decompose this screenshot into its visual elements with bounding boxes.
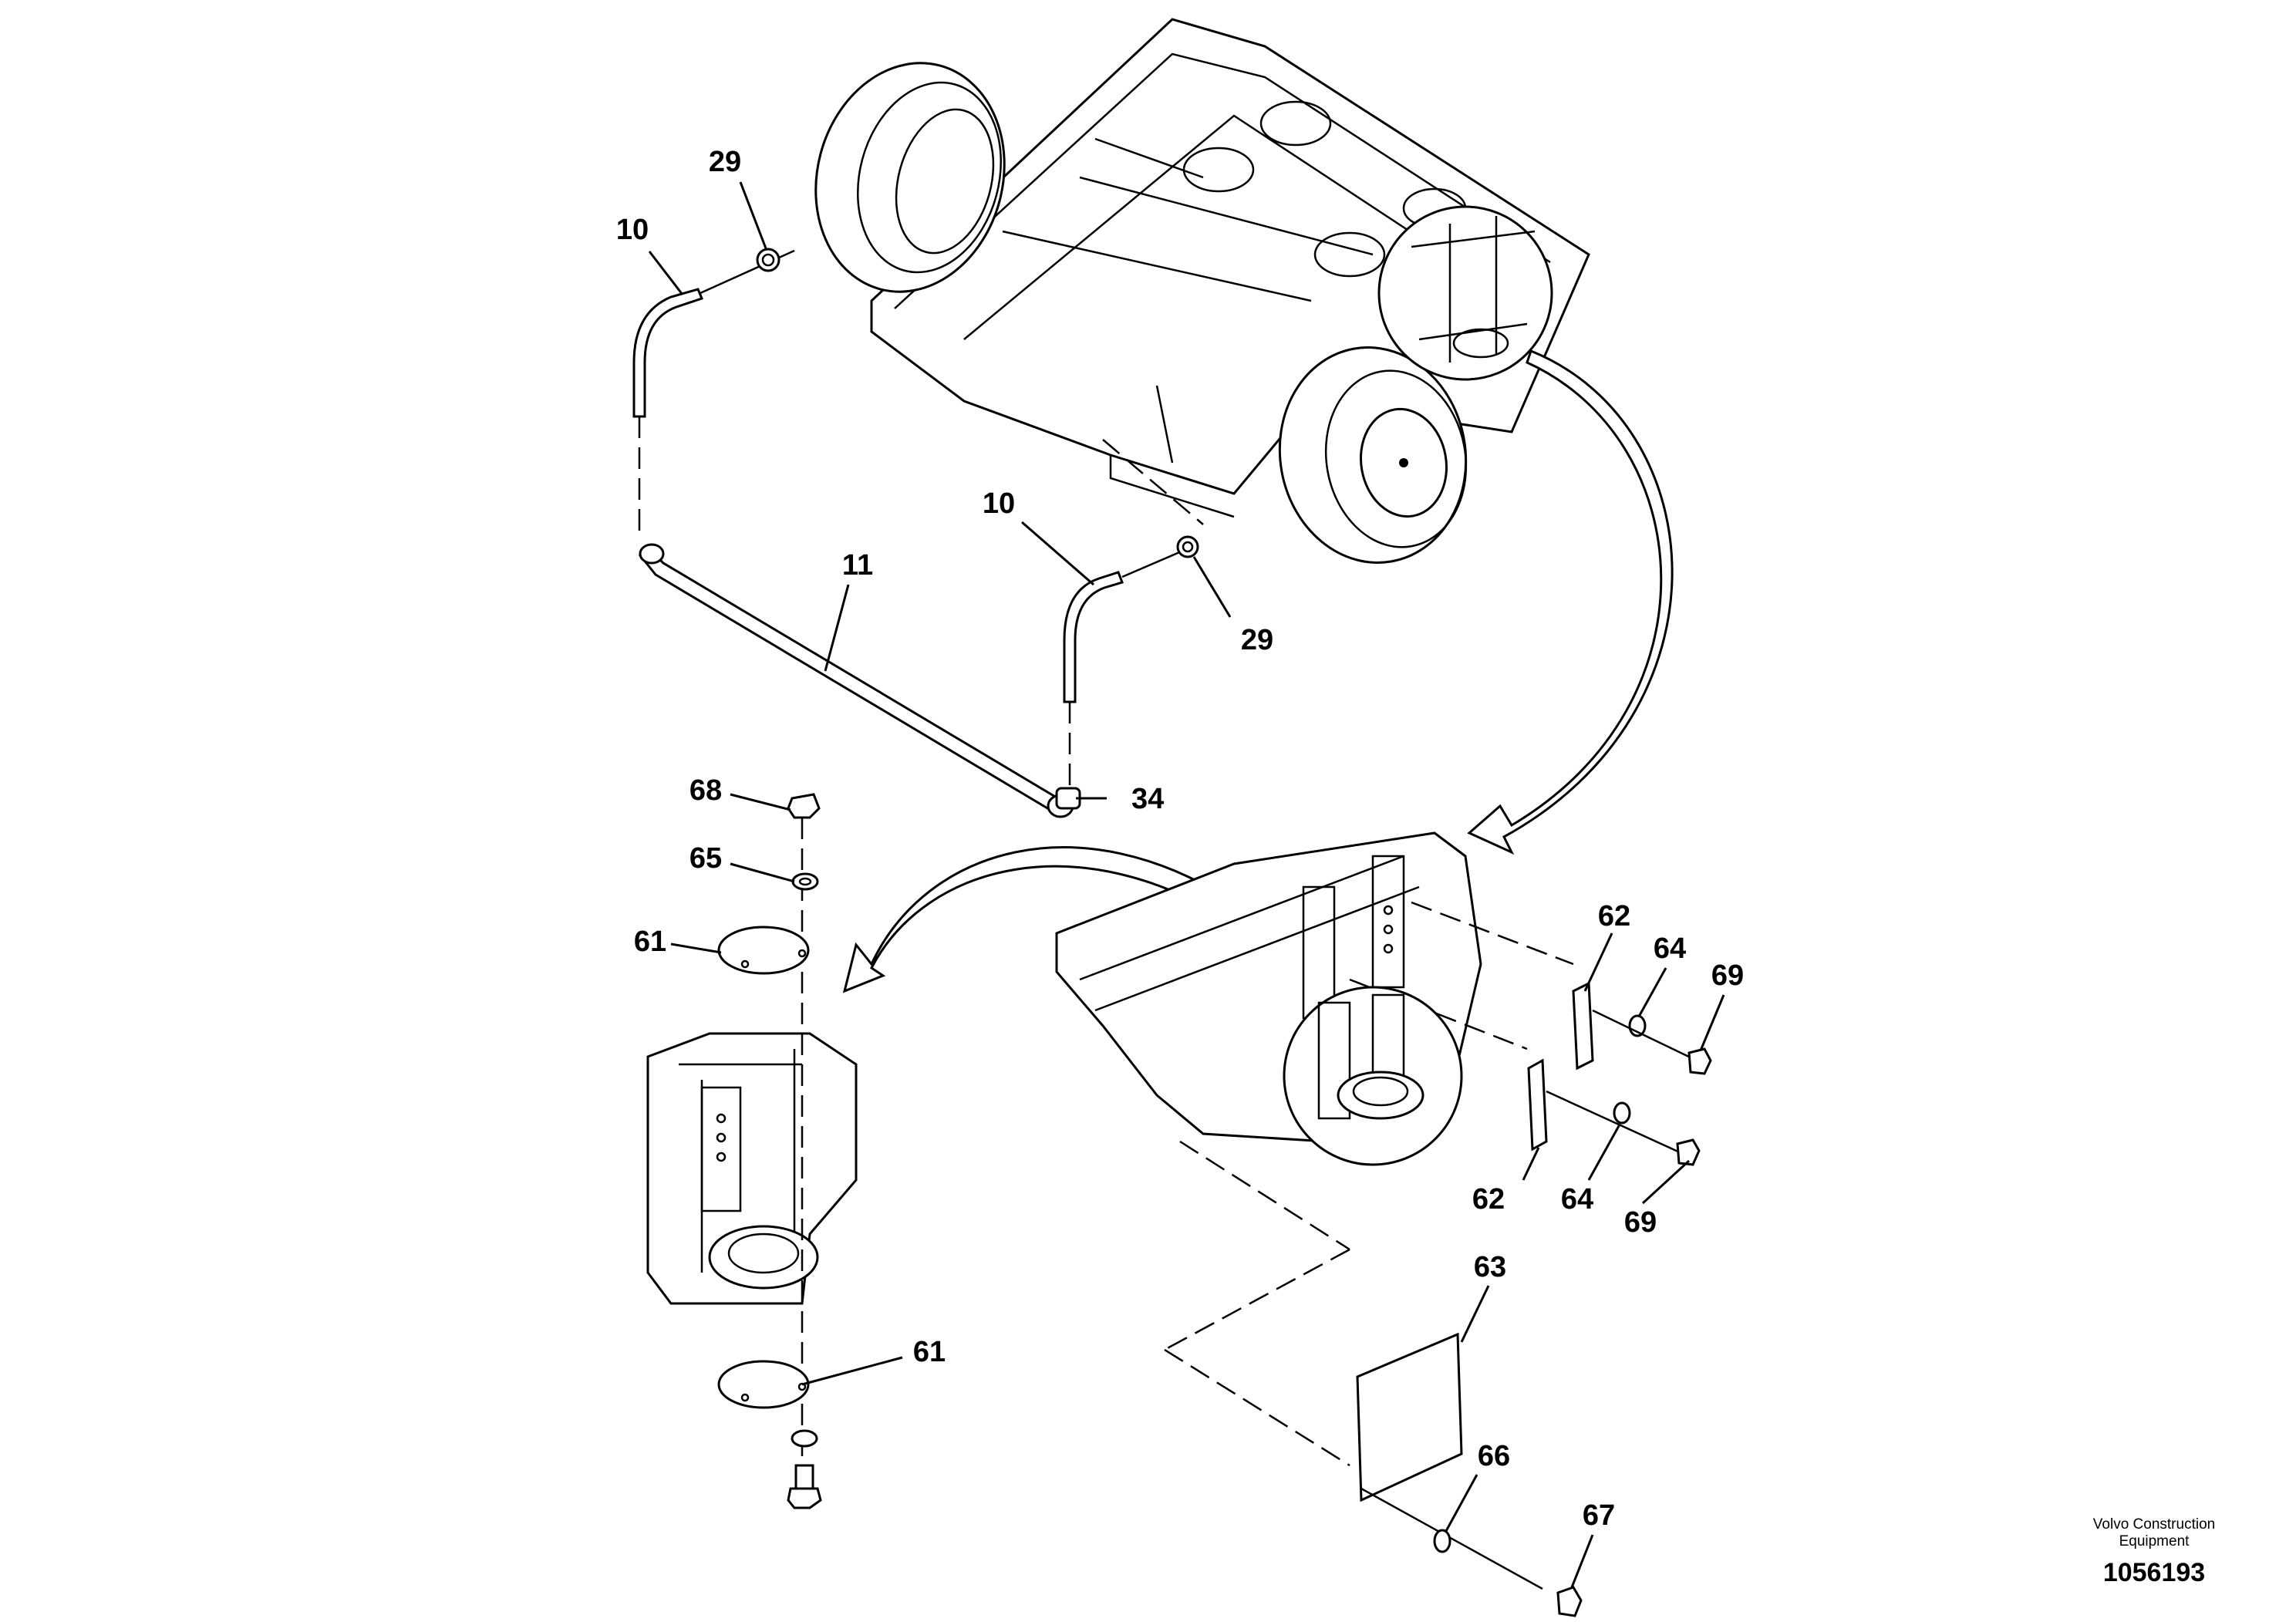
reference-arrow-left bbox=[842, 846, 1236, 993]
callout-labels: 10 29 11 10 29 34 68 65 61 61 62 64 69 6… bbox=[616, 146, 1744, 1532]
frame-section-right bbox=[1055, 831, 1574, 1467]
callout-61-top: 61 bbox=[634, 926, 666, 958]
callout-64-lower: 64 bbox=[1561, 1183, 1593, 1216]
callout-62-upper: 62 bbox=[1598, 900, 1630, 932]
callout-66: 66 bbox=[1478, 1440, 1510, 1472]
washer-bottom bbox=[791, 1429, 818, 1448]
callout-69-upper: 69 bbox=[1711, 959, 1744, 992]
callout-34: 34 bbox=[1131, 783, 1164, 815]
callout-11: 11 bbox=[842, 549, 873, 582]
figure-credit: Volvo Construction Equipment 1056193 bbox=[2054, 1516, 2254, 1588]
callout-67: 67 bbox=[1583, 1499, 1615, 1532]
callout-63: 63 bbox=[1474, 1251, 1506, 1283]
company-name-line2: Equipment bbox=[2119, 1533, 2190, 1549]
callout-29-middle: 29 bbox=[1241, 624, 1273, 656]
washer-65 bbox=[791, 872, 819, 891]
callout-10-middle: 10 bbox=[983, 487, 1015, 520]
detail-magnifier-circle-lower bbox=[1283, 986, 1463, 1166]
company-name-line1: Volvo Construction bbox=[2092, 1516, 2216, 1533]
washer-64-upper bbox=[1592, 1009, 1698, 1062]
hose-10-left bbox=[632, 249, 795, 418]
callout-10-top: 10 bbox=[616, 214, 649, 246]
washer-64-lower bbox=[1546, 1090, 1682, 1155]
figure-number: 1056193 bbox=[2102, 1558, 2206, 1587]
detail-magnifier-circle bbox=[1377, 205, 1553, 381]
bolt-68 bbox=[787, 793, 821, 819]
nut-29-right bbox=[1176, 535, 1199, 558]
callout-68: 68 bbox=[689, 774, 722, 807]
callout-62-lower: 62 bbox=[1472, 1183, 1505, 1216]
callout-61-bottom: 61 bbox=[913, 1336, 946, 1368]
leader-lines bbox=[648, 181, 1725, 1588]
callout-29-top: 29 bbox=[709, 146, 741, 178]
axle-carrier-left bbox=[646, 818, 858, 1465]
bolt-bottom bbox=[787, 1464, 822, 1509]
hose-10-right bbox=[1063, 545, 1195, 791]
cover-plate-63 bbox=[1356, 1332, 1543, 1590]
callout-69-lower: 69 bbox=[1624, 1206, 1657, 1239]
bolt-67 bbox=[1556, 1586, 1583, 1617]
callout-64-upper: 64 bbox=[1654, 932, 1686, 965]
bolt-69-upper bbox=[1687, 1047, 1712, 1075]
reference-arrow-right bbox=[1467, 349, 1674, 855]
bolt-69-lower bbox=[1676, 1138, 1701, 1166]
mounting-plate-62-lower bbox=[1527, 1058, 1548, 1152]
nut-29-left bbox=[756, 248, 781, 272]
cover-plate-61-top bbox=[717, 926, 810, 975]
rear-wheel bbox=[814, 62, 1006, 293]
front-wheel bbox=[1278, 346, 1468, 564]
cover-plate-61-bottom bbox=[717, 1360, 810, 1409]
mounting-plate-62-upper bbox=[1572, 981, 1594, 1071]
callout-65: 65 bbox=[689, 842, 722, 875]
washer-66 bbox=[1433, 1529, 1451, 1553]
